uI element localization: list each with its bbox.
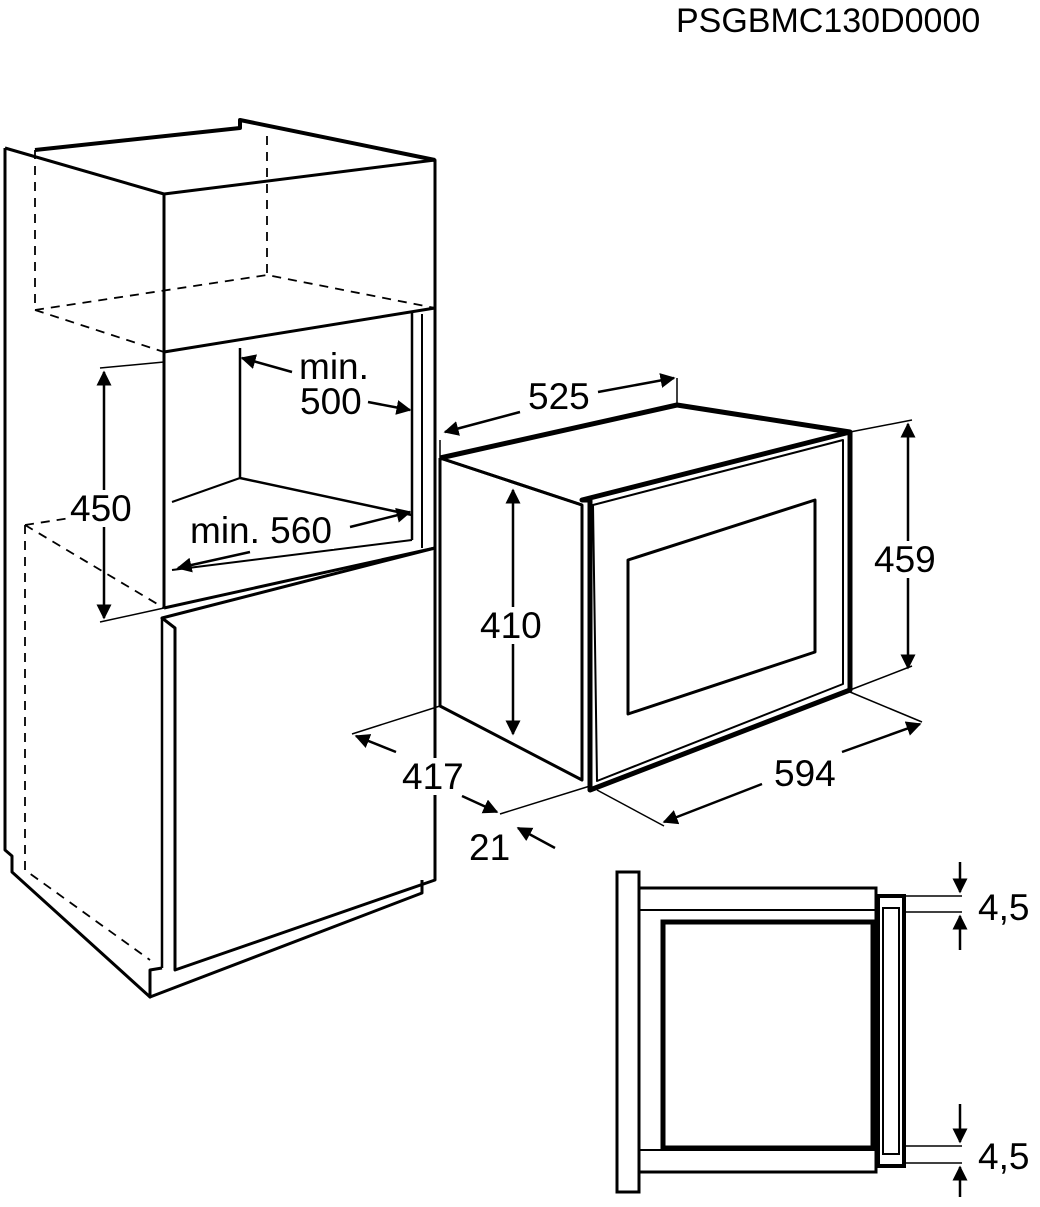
- microwave-body: [438, 402, 853, 793]
- front-width-label: 594: [772, 753, 838, 794]
- bottom-gap-label: 4,5: [978, 1136, 1030, 1177]
- niche-width-min-label: min. 560: [188, 510, 334, 551]
- appliance-depth-label: 525: [526, 376, 592, 417]
- front-thickness-label: 21: [467, 827, 513, 868]
- niche-depth-min-label: min.: [297, 346, 371, 387]
- niche-depth-min-value: 500: [298, 381, 364, 422]
- body-height-label: 410: [478, 605, 544, 646]
- tall-cabinet: [3, 118, 437, 999]
- front-height-label: 459: [872, 539, 938, 580]
- top-gap-label: 4,5: [978, 887, 1030, 928]
- body-depth-label: 417: [400, 756, 466, 797]
- hidden-edges: [24, 136, 436, 961]
- niche-height-label: 450: [68, 488, 134, 529]
- side-detail: [615, 870, 962, 1194]
- document-code: PSGBMC130D0000: [676, 2, 981, 40]
